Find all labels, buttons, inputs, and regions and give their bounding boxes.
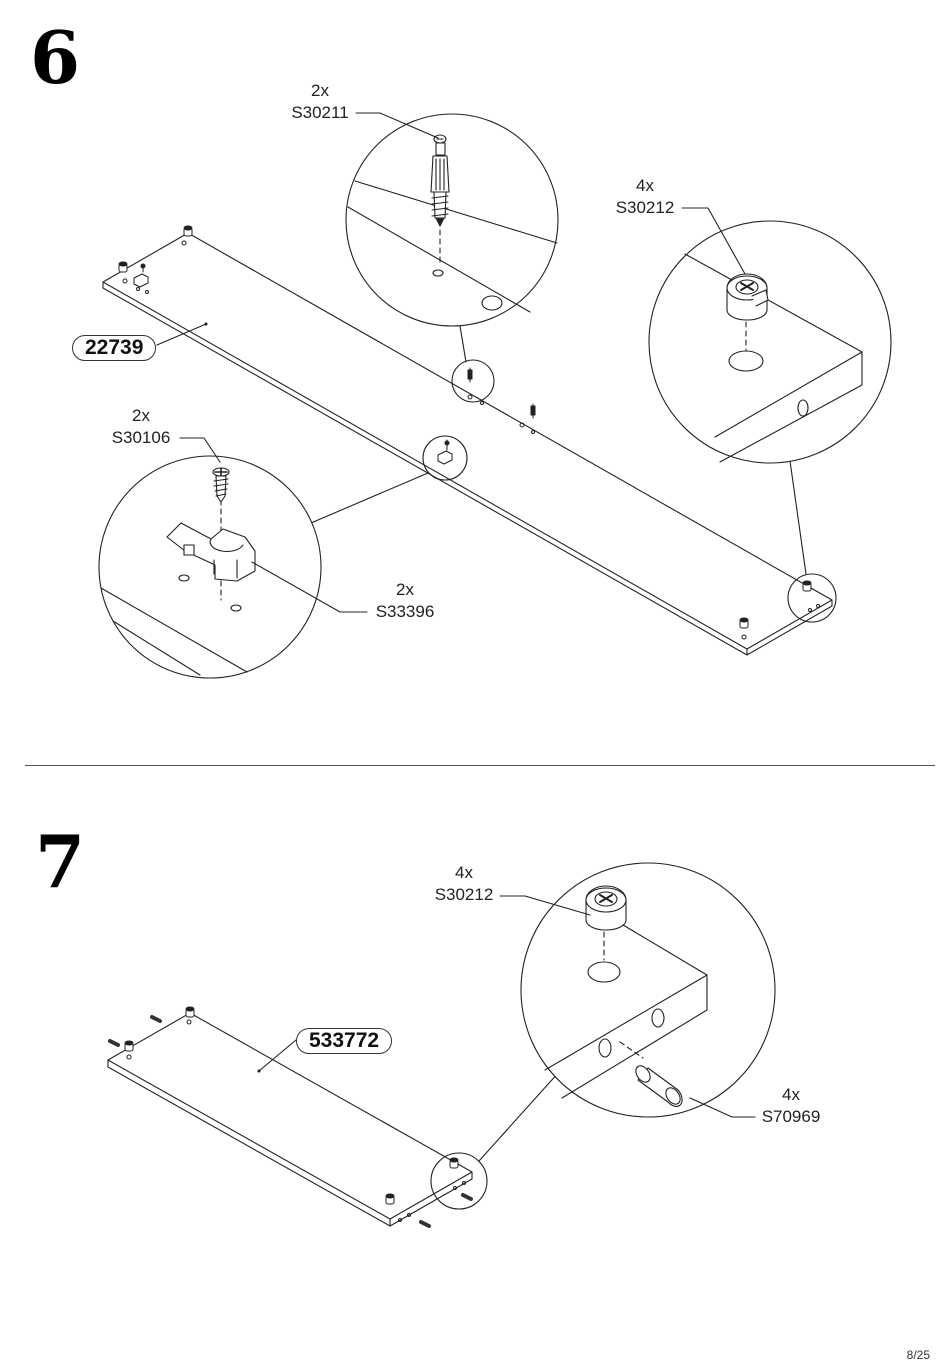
- panel-22739: [102, 232, 833, 656]
- detail-marker-step7: [430, 1152, 488, 1210]
- detail-circle-s30106: [98, 455, 322, 679]
- part-tag-22739: 22739: [72, 335, 157, 361]
- page-number: 8/25: [906, 1348, 930, 1362]
- callout-code: S30211: [291, 103, 349, 122]
- callout-code: S30212: [434, 885, 494, 904]
- callout-s70969: 4x S70969: [752, 1084, 830, 1128]
- callout-s30211: 2x S30211: [282, 80, 358, 124]
- callout-qty: 4x: [782, 1085, 800, 1104]
- detail-circle-s30212-step6: [648, 220, 892, 464]
- callout-code: S33396: [375, 602, 435, 621]
- callout-code: S70969: [761, 1107, 821, 1126]
- panel-fittings-step6: [118, 225, 820, 640]
- callout-s33396: 2x S33396: [366, 579, 444, 623]
- step-number-7: 7: [35, 819, 86, 904]
- callout-code: S30212: [615, 198, 675, 217]
- callout-qty: 2x: [396, 580, 414, 599]
- detail-circle-s30211: [345, 113, 559, 327]
- step-divider: [25, 765, 935, 766]
- callout-code: S30106: [111, 428, 171, 447]
- panel-533772: [107, 1012, 473, 1227]
- callout-qty: 4x: [455, 863, 473, 882]
- callout-qty: 2x: [311, 81, 329, 100]
- callout-qty: 2x: [132, 406, 150, 425]
- detail-circle-step7: [520, 862, 776, 1118]
- panel-fittings-step7: [108, 1006, 473, 1228]
- callout-s30212-step6: 4x S30212: [606, 175, 684, 219]
- detail-marker-end: [787, 573, 837, 623]
- detail-marker-top: [451, 359, 495, 403]
- callout-qty: 4x: [636, 176, 654, 195]
- part-tag-533772: 533772: [296, 1028, 393, 1054]
- callout-s30106: 2x S30106: [102, 405, 180, 449]
- step-number-6: 6: [30, 15, 81, 100]
- detail-marker-mid: [422, 435, 468, 481]
- callout-s30212-step7: 4x S30212: [425, 862, 503, 906]
